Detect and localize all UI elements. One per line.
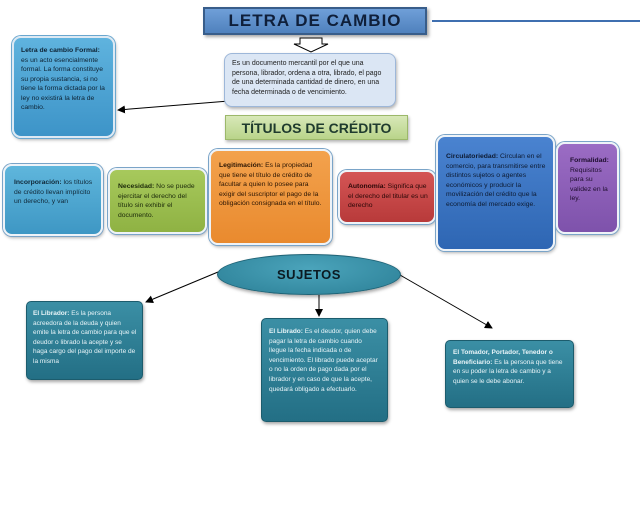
librador-text: Es la persona acreedora de la deuda y qu… — [33, 310, 137, 365]
formal-text: es un acto esencialmente formal. La form… — [21, 56, 105, 112]
autonomia-label: Autonomía: — [348, 183, 386, 190]
titulos-credito-title: TÍTULOS DE CRÉDITO — [225, 115, 408, 140]
librador-box: El Librador: Es la persona acreedora de … — [26, 301, 143, 380]
librador-label: El Librador: — [33, 310, 70, 317]
autonomia-node: Autonomía: Significa que el derecho del … — [338, 170, 436, 224]
legitimacion-label: Legitimación: — [219, 162, 264, 169]
formalidad-label: Formalidad: — [570, 157, 609, 164]
down-block-arrow — [293, 37, 329, 53]
arrow-to-tomador — [399, 274, 493, 329]
definition-text: Es un documento mercantil por el que una… — [232, 60, 382, 96]
arrow-to-librador — [145, 271, 219, 303]
arrow-to-formal — [117, 100, 230, 114]
circulatoriedad-label: Circulatoriedad: — [446, 153, 499, 160]
librado-box: El Librado: Es el deudor, quien debe pag… — [261, 318, 388, 422]
necesidad-node: Necesidad: No se puede ejercitar el dere… — [108, 168, 207, 234]
formal-box: Letra de cambio Formal: es un acto esenc… — [12, 36, 115, 138]
librado-label: El Librado: — [269, 328, 303, 335]
title-underline — [432, 20, 640, 22]
circulatoriedad-text: Circulan en el comercio, para transmitir… — [446, 153, 546, 208]
tomador-label: El Tomador, Portador, Tenedor o Benefici… — [453, 349, 553, 366]
sujetos-ellipse: SUJETOS — [217, 254, 401, 295]
page-title: LETRA DE CAMBIO — [203, 7, 427, 35]
autonomia-text: Significa que el derecho del titular es … — [348, 183, 428, 210]
incorporacion-label: Incorporación: — [14, 179, 62, 186]
formalidad-text: Requisitos para su validez en la ley. — [570, 166, 608, 203]
legitimacion-node: Legitimación: Es la propiedad que tiene … — [209, 149, 332, 245]
necesidad-text: No se puede ejercitar el derecho del tít… — [118, 183, 195, 219]
legitimacion-text: Es la propiedad que tiene el título de c… — [219, 162, 322, 208]
definition-box: Es un documento mercantil por el que una… — [224, 53, 396, 107]
formalidad-node: Formalidad: Requisitos para su validez e… — [556, 142, 619, 234]
librado-text: Es el deudor, quien debe pagar la letra … — [269, 328, 378, 393]
incorporacion-node: Incorporación: los títulos de crédito ll… — [3, 164, 103, 236]
incorporacion-text: los títulos de crédito llevan implícito … — [14, 179, 93, 206]
tomador-box: El Tomador, Portador, Tenedor o Benefici… — [445, 340, 574, 408]
tomador-text: Es la persona que tiene en su poder la l… — [453, 358, 563, 385]
necesidad-label: Necesidad: — [118, 183, 155, 190]
formal-heading: Letra de cambio Formal: — [21, 47, 100, 54]
circulatoriedad-node: Circulatoriedad: Circulan en el comercio… — [436, 135, 555, 251]
